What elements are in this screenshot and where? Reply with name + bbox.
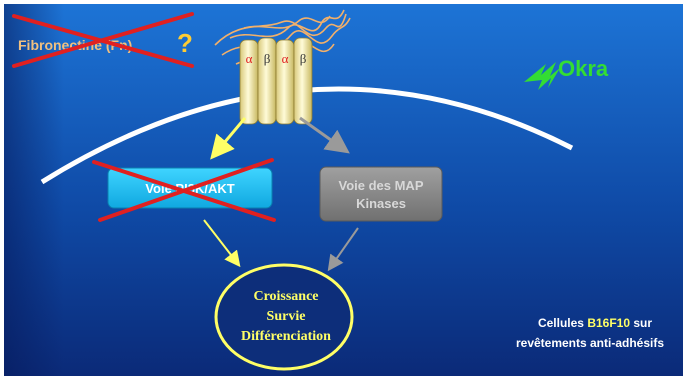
arrow-to-pi3k — [210, 117, 247, 160]
arrow-map-to-outcome — [327, 227, 359, 272]
outcome-line-1: Croissance — [253, 289, 318, 304]
integrin-subunit-4 — [293, 37, 313, 125]
map-kinases-box — [319, 166, 443, 222]
okra-lightning-icon — [524, 62, 560, 90]
caption-text-after: sur — [630, 316, 652, 330]
integrin-complex: α β α β — [239, 37, 313, 125]
arrow-to-map — [299, 116, 350, 154]
question-mark: ? — [177, 28, 193, 58]
outcome-line-3: Différenciation — [241, 329, 331, 344]
arrow-pi3k-to-outcome — [203, 219, 241, 268]
integrin-label-1: α — [246, 51, 253, 66]
okra-label: Okra — [558, 56, 609, 81]
caption-highlight: B16F10 — [587, 316, 630, 330]
map-kinases-label-line1: Voie des MAP — [338, 178, 423, 193]
integrin-label-4: β — [300, 51, 307, 66]
fibronectin-cross — [12, 12, 194, 68]
integrin-label-3: α — [282, 51, 289, 66]
map-kinases-label-line2: Kinases — [356, 196, 406, 211]
caption-text-before: Cellules — [538, 316, 587, 330]
outcome-ellipse — [214, 263, 354, 371]
caption-line-2: revêtements anti-adhésifs — [516, 336, 664, 350]
outcome-line-2: Survie — [267, 309, 306, 324]
integrin-label-2: β — [264, 51, 271, 66]
pi3k-akt-cross — [92, 158, 276, 222]
caption-line-1: Cellules B16F10 sur — [538, 316, 652, 330]
